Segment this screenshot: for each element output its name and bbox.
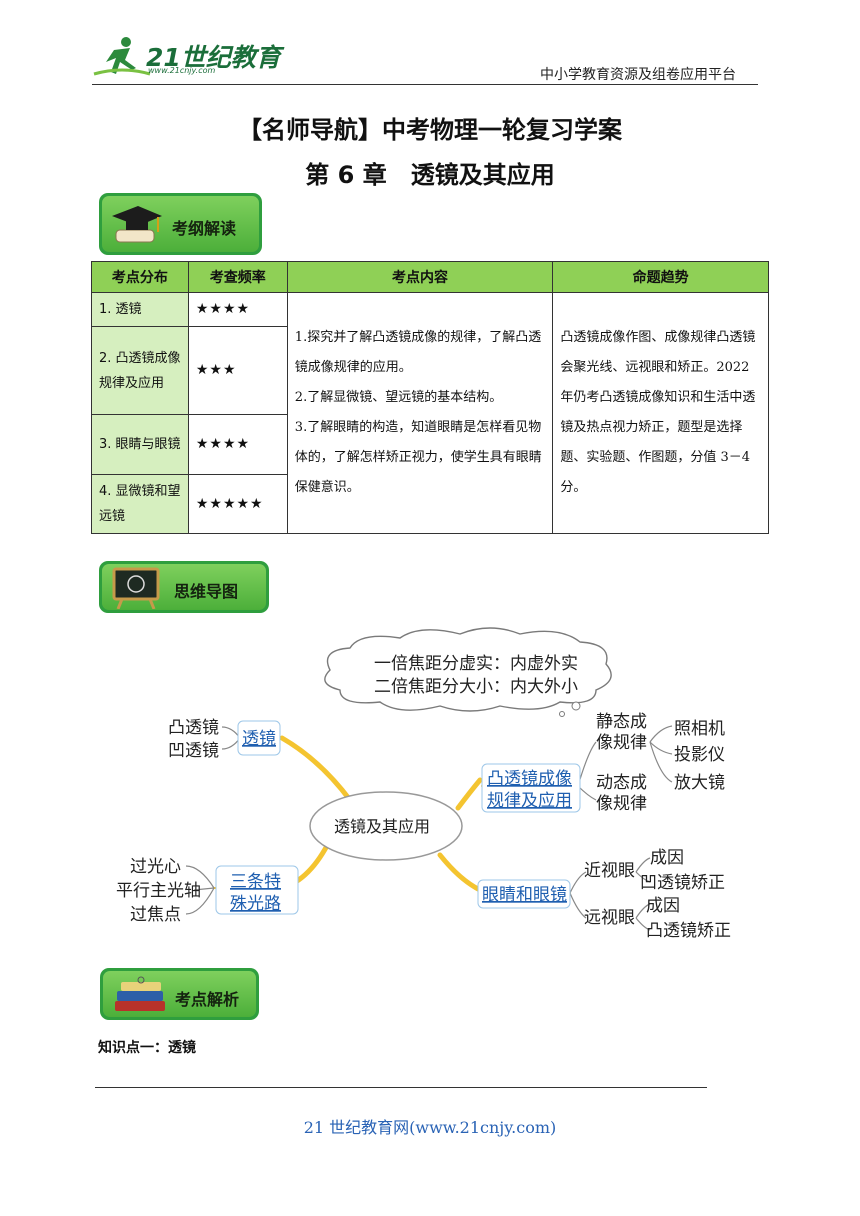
table-header: 命题趋势 bbox=[552, 261, 769, 293]
convex-dynamic: 像规律 bbox=[596, 794, 647, 814]
graduation-cap-icon bbox=[112, 206, 162, 243]
topic-cell: 4. 显微镜和望远镜 bbox=[91, 474, 189, 534]
footer-link[interactable]: 21 世纪教育网(www.21cnjy.com) bbox=[303, 1118, 557, 1137]
content-line: 1.探究并了解凸透镜成像的规律，了解凸透镜成像规律的应用。 bbox=[294, 330, 542, 375]
lens-node bbox=[237, 720, 281, 756]
frequency-cell: ★★★★★ bbox=[187, 474, 288, 534]
lens-label: 透镜 bbox=[242, 729, 276, 749]
convex-label: 凸透镜成像 bbox=[487, 769, 572, 789]
header-divider bbox=[92, 84, 758, 85]
section-badge-analysis: 考点解析 bbox=[100, 968, 259, 1020]
table-header: 考查频率 bbox=[187, 261, 288, 293]
section-badge-outline: 考纲解读 bbox=[99, 193, 262, 255]
cloud-line: 二倍焦距分大小：内大外小 bbox=[374, 677, 578, 697]
near-sight: 近视眼 bbox=[584, 861, 635, 881]
platform-name: 中小学教育资源及组卷应用平台 bbox=[540, 67, 736, 83]
convex-app: 放大镜 bbox=[674, 773, 725, 793]
near-item: 成因 bbox=[650, 848, 684, 868]
books-icon bbox=[115, 976, 165, 1011]
cloud-bubble bbox=[324, 627, 612, 717]
convex-node bbox=[481, 763, 581, 813]
convex-dynamic: 动态成 bbox=[596, 773, 647, 793]
content-line: 2.了解显微镜、望远镜的基本结构。 bbox=[294, 390, 503, 405]
rays-item: 过光心 bbox=[130, 857, 181, 877]
lens-item: 凹透镜 bbox=[168, 741, 219, 761]
runner-logo-icon bbox=[93, 37, 151, 76]
near-item: 凹透镜矫正 bbox=[640, 873, 725, 893]
content-cell: 1.探究并了解凸透镜成像的规律，了解凸透镜成像规律的应用。 2.了解显微镜、望远… bbox=[286, 292, 554, 534]
table-row: 4. 显微镜和望远镜 ★★★★★ bbox=[91, 474, 769, 534]
trend-text: 凸透镜成像作图、成像规律凸透镜会聚光线、远视眼和矫正。2022年仍考凸透镜成像知… bbox=[560, 330, 756, 495]
table-header: 考点内容 bbox=[286, 261, 554, 293]
rays-label: 殊光路 bbox=[230, 894, 281, 914]
table-row: 3. 眼睛与眼镜 ★★★★ bbox=[91, 414, 769, 475]
document-title: 【名师导航】中考物理一轮复习学案 bbox=[238, 116, 622, 144]
convex-static: 静态成 bbox=[596, 712, 647, 732]
far-item: 凸透镜矫正 bbox=[646, 921, 731, 941]
center-label: 透镜及其应用 bbox=[334, 817, 430, 836]
frequency-cell: ★★★★ bbox=[187, 292, 288, 327]
chapter-title: 第 6 章 透镜及其应用 bbox=[305, 161, 555, 189]
section-label-analysis: 考点解析 bbox=[175, 990, 240, 1009]
site-logo bbox=[92, 34, 272, 80]
blackboard-icon bbox=[112, 567, 160, 609]
far-sight: 远视眼 bbox=[584, 908, 635, 928]
table-header: 考点分布 bbox=[91, 261, 189, 293]
knowledge-point-heading: 知识点一：透镜 bbox=[98, 1040, 196, 1056]
connector-lines bbox=[185, 725, 673, 931]
table-header-row: 考点分布 考查频率 考点内容 命题趋势 bbox=[91, 261, 769, 293]
content-line: 3.了解眼睛的构造，知道眼睛是怎样看见物体的，了解怎样矫正视力，使学生具有眼睛保… bbox=[294, 420, 542, 495]
eye-label: 眼睛和眼镜 bbox=[482, 885, 567, 905]
logo-url: www.21cnjy.com bbox=[148, 66, 216, 75]
section-badge-mindmap: 思维导图 bbox=[99, 561, 269, 613]
exam-outline-table: 考点分布 考查频率 考点内容 命题趋势 1. 透镜 ★★★★ 1.探究并了解凸透… bbox=[91, 261, 769, 534]
lens-item: 凸透镜 bbox=[168, 718, 219, 738]
footer-divider bbox=[95, 1087, 707, 1088]
convex-app: 照相机 bbox=[674, 719, 725, 739]
rays-item: 过焦点 bbox=[130, 905, 181, 925]
convex-app: 投影仪 bbox=[674, 745, 725, 765]
rays-item: 平行主光轴 bbox=[116, 881, 201, 901]
frequency-cell: ★★★★ bbox=[187, 414, 288, 475]
topic-cell: 2. 凸透镜成像规律及应用 bbox=[91, 326, 189, 415]
rays-label: 三条特 bbox=[230, 872, 281, 892]
far-item: 成因 bbox=[646, 896, 680, 916]
convex-static: 像规律 bbox=[596, 733, 647, 753]
rays-node bbox=[215, 865, 299, 915]
section-label-mindmap: 思维导图 bbox=[174, 582, 239, 601]
trend-cell: 凸透镜成像作图、成像规律凸透镜会聚光线、远视眼和矫正。2022年仍考凸透镜成像知… bbox=[552, 292, 769, 534]
topic-cell: 3. 眼睛与眼镜 bbox=[91, 414, 189, 475]
center-node bbox=[309, 791, 463, 861]
table-row: 1. 透镜 ★★★★ 1.探究并了解凸透镜成像的规律，了解凸透镜成像规律的应用。… bbox=[91, 292, 769, 534]
cloud-line: 一倍焦距分虚实：内虚外实 bbox=[374, 654, 578, 674]
logo-text: 21世纪教育 bbox=[146, 43, 281, 72]
eye-node bbox=[477, 879, 571, 909]
section-label-outline: 考纲解读 bbox=[172, 219, 237, 238]
convex-label: 规律及应用 bbox=[487, 791, 572, 811]
